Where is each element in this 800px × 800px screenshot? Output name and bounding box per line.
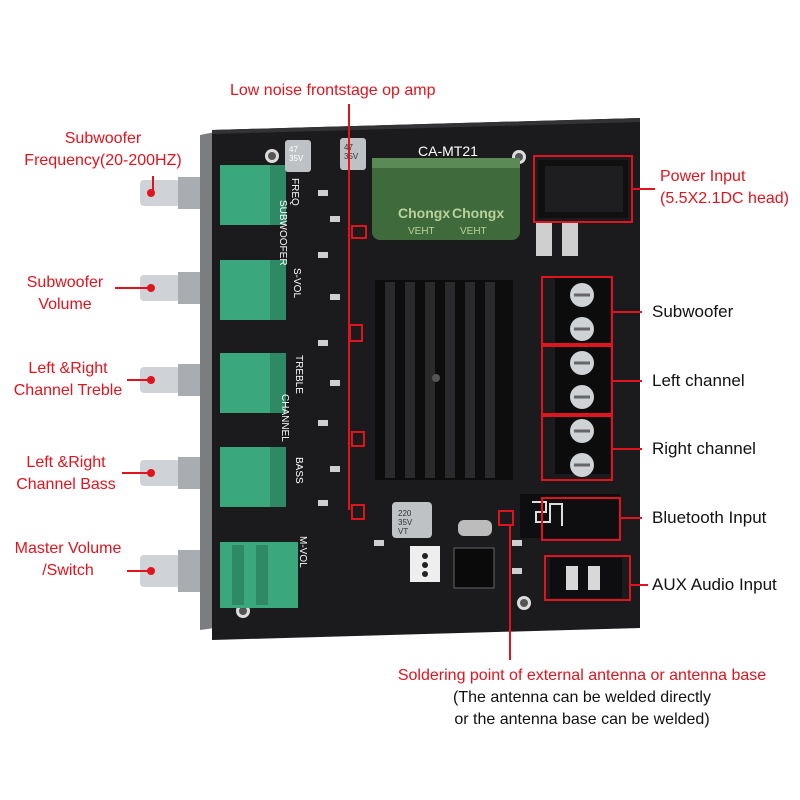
screw-terminal [570, 385, 594, 409]
svg-text:M-VOL: M-VOL [297, 536, 308, 568]
svg-text:SUBWOOFER: SUBWOOFER [277, 200, 288, 266]
dc-power-jack [536, 160, 628, 256]
screw-terminal [570, 351, 594, 375]
label-subwoofer-volume: Subwoofer Volume [10, 272, 120, 316]
crystal-oscillator [458, 520, 492, 536]
label-line: Frequency(20-200HZ) [24, 152, 182, 169]
svg-text:35V: 35V [344, 152, 359, 161]
screw-terminal [570, 453, 594, 477]
svg-text:BASS: BASS [293, 457, 304, 484]
svg-text:VT: VT [398, 527, 408, 536]
highlight-antenna-point [498, 510, 514, 526]
silkscreen-labels: FREQ SUBWOOFER S-VOL TREBLE CHANNEL BASS… [277, 178, 308, 568]
knob-treble [140, 364, 200, 396]
screw-terminal [570, 317, 594, 341]
svg-text:47: 47 [289, 145, 298, 154]
label-line: Volume [38, 296, 92, 313]
board-model-label: CA-MT21 [418, 143, 478, 159]
bluetooth-module [520, 494, 620, 538]
bluetooth-chip [453, 547, 495, 589]
label-line: Channel Bass [16, 476, 116, 493]
label-aux-input: AUX Audio Input [652, 575, 777, 594]
label-power-input: Power Input (5.5X2.1DC head) [660, 166, 789, 210]
label-bluetooth-input: Bluetooth Input [652, 508, 767, 527]
highlight-subwoofer-out [541, 276, 613, 345]
main-capacitor: Chongx Chongx VEHT VEHT [372, 158, 520, 240]
small-capacitor: 47 35V [340, 138, 366, 170]
svg-text:Chongx: Chongx [452, 205, 504, 221]
svg-text:220: 220 [398, 509, 412, 518]
label-line: Soldering point of external antenna or a… [397, 667, 767, 684]
svg-text:VEHT: VEHT [408, 226, 435, 237]
svg-text:CHANNEL: CHANNEL [279, 394, 290, 442]
heatsink [375, 280, 513, 480]
svg-text:FREQ: FREQ [289, 178, 300, 206]
screw-terminal [570, 283, 594, 307]
knob-master-volume [140, 550, 200, 592]
label-line: Left &Right [26, 454, 106, 471]
small-capacitor: 47 35V [285, 140, 311, 172]
screw-terminal [570, 419, 594, 443]
screw-terminal-block [555, 278, 610, 477]
label-line: Subwoofer [64, 130, 142, 147]
label-line: /Switch [42, 562, 94, 579]
op-amp-markers [349, 225, 367, 520]
label-line: Power Input [660, 168, 746, 185]
chip-capacitor: 220 35V VT [392, 502, 432, 538]
label-treble: Left &Right Channel Treble [6, 358, 130, 402]
annotation-lines [115, 104, 655, 660]
knob-bass [140, 457, 200, 489]
svg-text:35V: 35V [289, 154, 304, 163]
highlight-aux [544, 555, 631, 601]
svg-text:TREBLE: TREBLE [293, 355, 304, 394]
label-line: or the antenna base can be welded) [454, 711, 710, 728]
label-line: Subwoofer [26, 274, 104, 291]
label-op-amp: Low noise frontstage op amp [230, 82, 436, 99]
label-subwoofer-output: Subwoofer [652, 302, 734, 321]
potentiometer [220, 260, 286, 320]
mounting-plate-edge [200, 132, 215, 630]
svg-text:S-VOL: S-VOL [291, 268, 302, 298]
label-line: Channel Treble [13, 382, 123, 399]
smd-components [318, 190, 522, 574]
svg-text:Chongx: Chongx [398, 205, 450, 221]
label-line: Master Volume [14, 540, 122, 557]
label-left-channel: Left channel [652, 371, 745, 390]
label-subwoofer-frequency: Subwoofer Frequency(20-200HZ) [8, 128, 198, 172]
potentiometer [220, 447, 286, 507]
label-line: Left &Right [28, 360, 108, 377]
knob-subwoofer-frequency [140, 177, 200, 209]
label-right-channel: Right channel [652, 439, 756, 458]
knob-subwoofer-volume [140, 272, 200, 304]
label-line: (5.5X2.1DC head) [660, 190, 789, 207]
label-antenna: Soldering point of external antenna or a… [370, 665, 794, 731]
aux-jack [550, 558, 622, 598]
svg-text:35V: 35V [398, 518, 413, 527]
label-master-volume: Master Volume /Switch [6, 538, 130, 582]
potentiometer-switch [220, 542, 298, 608]
svg-text:VEHT: VEHT [460, 226, 487, 237]
potentiometer [220, 165, 286, 225]
potentiometer [220, 353, 286, 413]
label-bass: Left &Right Channel Bass [4, 452, 128, 496]
label-line: (The antenna can be welded directly [453, 689, 711, 706]
